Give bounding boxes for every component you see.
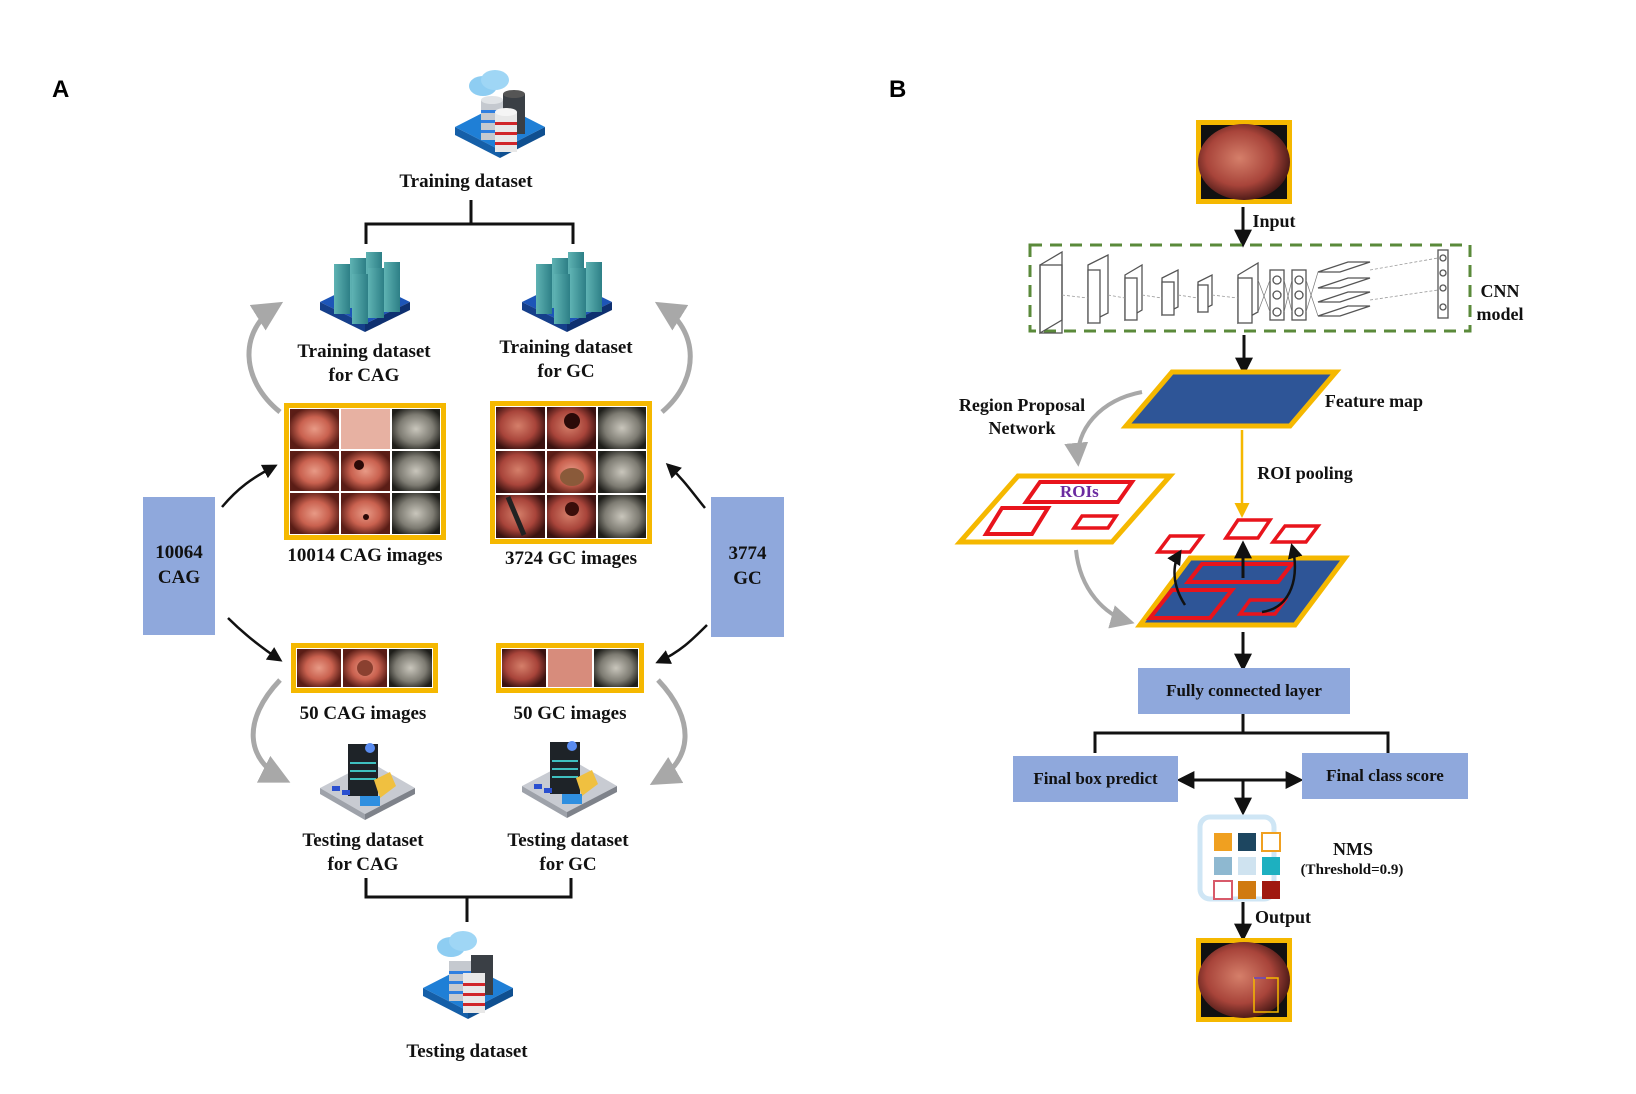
testing-dataset-label: Testing dataset	[406, 1041, 528, 1062]
gc-test-images-label: 50 GC images	[513, 703, 627, 724]
label-line: for CAG	[327, 853, 399, 875]
cag-train-images-label: 10014 CAG images	[287, 545, 443, 566]
final-class-score-box: Final class score	[1302, 753, 1468, 799]
cag-training-image-grid	[284, 403, 446, 540]
rpn-gray-arrow-down	[1064, 390, 1143, 467]
testing-dataset-gc-label: Testing dataset for GC	[507, 829, 628, 877]
panel-b-letter: B	[889, 76, 907, 103]
label-line: for GC	[537, 360, 595, 382]
training-dataset-label: Training dataset	[399, 171, 533, 192]
arrow-gc-to-test	[655, 624, 708, 664]
cnn-model-label: CNN model	[1477, 280, 1524, 325]
training-dataset-cag-label: Training dataset for CAG	[297, 340, 430, 388]
gray-arrow-cag-test	[250, 678, 291, 783]
training-dataset-gc-label: Training dataset for GC	[499, 336, 632, 384]
rois-panel	[954, 473, 1176, 545]
test-server-icon-gc	[522, 741, 617, 818]
label-line: Training dataset	[297, 341, 431, 362]
arrow-gc-to-train	[665, 462, 706, 509]
label-line: for GC	[539, 853, 597, 875]
database-cloud-icon	[455, 70, 545, 158]
arrow-cag-to-train	[221, 464, 278, 508]
panel-a-letter: A	[52, 76, 70, 103]
output-endoscopy-image	[1196, 938, 1292, 1022]
cag-total-box: 10064 CAG	[143, 497, 215, 635]
nms-grid-icon	[1197, 814, 1281, 902]
fc-branch-connector	[1093, 714, 1390, 753]
roi-pooling-label: ROI pooling	[1257, 463, 1353, 483]
label-line: CNN	[1480, 281, 1520, 301]
pooled-feature-map	[1135, 518, 1350, 628]
fully-connected-layer-box: Fully connected layer	[1138, 668, 1350, 714]
cag-total-class: CAG	[157, 567, 201, 588]
server-rack-icon-gc	[522, 252, 612, 332]
label-line: model	[1476, 303, 1524, 324]
top-split-connector	[364, 200, 575, 244]
gray-arrow-gc-train	[654, 301, 693, 414]
label-line: Testing dataset	[507, 830, 629, 851]
cnn-layers-illustration	[1039, 249, 1449, 335]
input-label: Input	[1252, 211, 1296, 231]
test-server-icon-cag	[320, 743, 415, 820]
output-label: Output	[1254, 907, 1312, 927]
gray-arrow-gc-test	[649, 678, 688, 786]
rpn-label: Region Proposal Network	[959, 394, 1085, 439]
gc-test-image-strip	[496, 643, 644, 693]
gray-arrow-cag-train	[246, 301, 284, 414]
input-endoscopy-image	[1196, 120, 1292, 204]
feature-map	[1120, 369, 1342, 429]
label-line: for CAG	[328, 364, 400, 386]
cag-total-count: 10064	[155, 542, 203, 564]
label-line: Testing dataset	[302, 830, 424, 851]
label-line: Training dataset	[499, 337, 633, 358]
label-line: Region Proposal	[958, 395, 1086, 415]
bottom-merge-connector	[364, 878, 573, 922]
cag-test-image-strip	[291, 643, 438, 693]
rois-label: ROIs	[1060, 482, 1099, 501]
final-box-predict-box: Final box predict	[1013, 756, 1178, 802]
nms-threshold-label: (Threshold=0.9)	[1300, 862, 1404, 878]
database-cloud-icon-bottom	[423, 931, 513, 1019]
gc-total-count: 3774	[728, 543, 767, 565]
gc-training-image-grid	[490, 401, 652, 544]
rpn-gray-arrow-right	[1074, 549, 1135, 629]
server-rack-icon-cag	[320, 252, 410, 332]
gc-total-class: GC	[733, 568, 762, 589]
nms-label: NMS	[1333, 839, 1373, 859]
feature-map-label: Feature map	[1324, 391, 1424, 411]
label-line: Network	[988, 417, 1056, 438]
testing-dataset-cag-label: Testing dataset for CAG	[302, 829, 423, 877]
gc-total-box: 3774 GC	[711, 497, 784, 637]
cnn-model-box	[1028, 243, 1472, 333]
gc-train-images-label: 3724 GC images	[505, 548, 637, 569]
arrow-cag-to-test	[227, 617, 283, 662]
cag-test-images-label: 50 CAG images	[299, 703, 427, 724]
